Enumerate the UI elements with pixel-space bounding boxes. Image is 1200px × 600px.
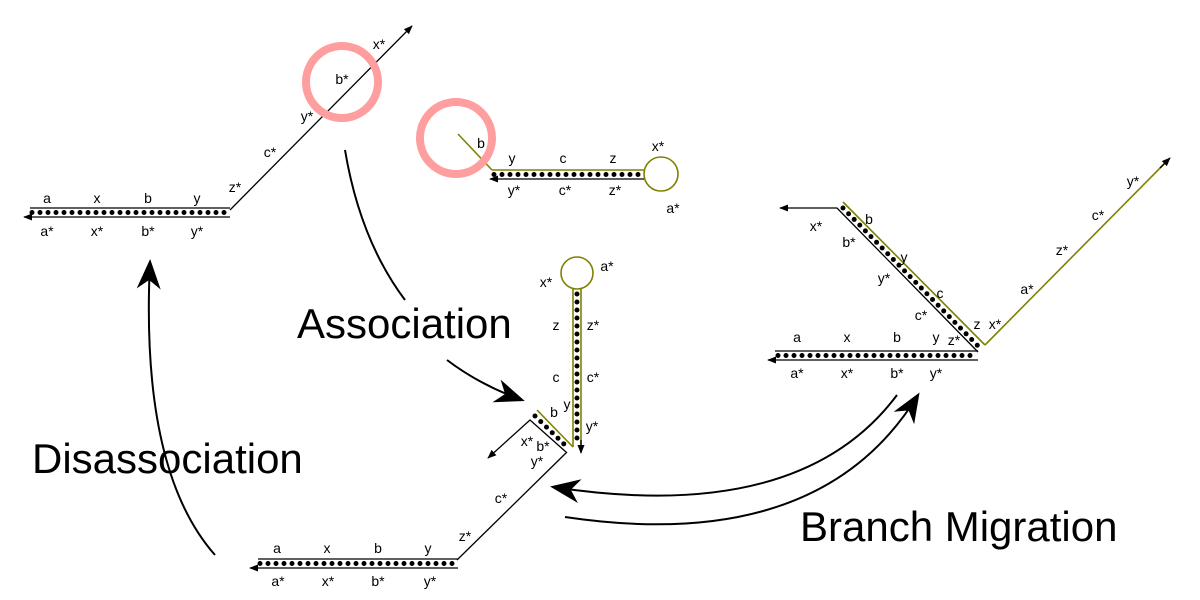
substrate-strand-end bbox=[487, 419, 567, 459]
substrate-overhang bbox=[456, 451, 568, 561]
displaced-strand bbox=[779, 204, 979, 353]
domain-label: a bbox=[273, 540, 281, 556]
domain-label: y bbox=[425, 540, 432, 556]
association-label: Association bbox=[297, 300, 512, 347]
domain-label: y bbox=[901, 249, 908, 265]
domain-label: a* bbox=[271, 573, 285, 589]
domain-label: a* bbox=[600, 258, 614, 274]
domain-label: x bbox=[324, 540, 331, 556]
domain-label: a* bbox=[40, 223, 54, 239]
domain-label: x* bbox=[91, 223, 104, 239]
toehold-strand bbox=[536, 409, 574, 448]
domain-label: c bbox=[937, 285, 944, 301]
domain-label: c* bbox=[559, 182, 572, 198]
invader-open-strand bbox=[984, 159, 1169, 346]
association-arrow bbox=[446, 359, 525, 403]
domain-label: b* bbox=[335, 71, 349, 87]
process-arrows: Association Disassociation Branch Migrat… bbox=[32, 149, 1117, 556]
domain-label: b bbox=[374, 540, 382, 556]
domain-label: c bbox=[553, 369, 560, 385]
domain-label: x* bbox=[322, 573, 335, 589]
domain-label: y bbox=[933, 329, 940, 345]
domain-label: z bbox=[610, 150, 617, 166]
domain-label: z bbox=[974, 316, 981, 332]
domain-label: y* bbox=[191, 223, 204, 239]
domain-label: y bbox=[509, 150, 516, 166]
initial-complex: a x b y a* x* b* y* z* c* y* b* x* bbox=[23, 25, 413, 239]
domain-label: b* bbox=[842, 234, 856, 250]
domain-label: b* bbox=[536, 438, 550, 454]
domain-label: b bbox=[865, 211, 873, 227]
domain-label: a* bbox=[790, 365, 804, 381]
domain-label: c bbox=[560, 150, 567, 166]
domain-label: x* bbox=[841, 365, 854, 381]
open-strand-arrow bbox=[1159, 157, 1171, 169]
hairpin-loop bbox=[643, 156, 679, 192]
domain-label: x* bbox=[810, 218, 823, 234]
domain-label: y* bbox=[586, 418, 599, 434]
invader-hairpin: b y c z y* c* z* x* a* bbox=[416, 98, 680, 216]
domain-label: y* bbox=[424, 573, 437, 589]
domain-label: c* bbox=[264, 144, 277, 160]
domain-label: y* bbox=[508, 182, 521, 198]
base-pairs bbox=[532, 413, 569, 449]
domain-label: a bbox=[793, 329, 801, 345]
domain-label: y bbox=[194, 190, 201, 206]
domain-label: y* bbox=[531, 453, 544, 469]
domain-label: x* bbox=[373, 36, 386, 52]
domain-label: z bbox=[553, 317, 560, 333]
domain-label: y bbox=[564, 396, 571, 412]
domain-label: x* bbox=[989, 316, 1002, 332]
invader-arm-strand bbox=[842, 201, 986, 346]
domain-label: z* bbox=[587, 317, 600, 333]
domain-label: c* bbox=[915, 307, 928, 323]
domain-label: z* bbox=[459, 528, 472, 544]
toehold-highlight-ring bbox=[416, 98, 496, 178]
branch-migration-label: Branch Migration bbox=[800, 503, 1117, 550]
association-arrow-tail bbox=[344, 149, 406, 301]
overhang-strand bbox=[229, 25, 413, 211]
domain-label: z* bbox=[609, 182, 622, 198]
domain-label: x* bbox=[521, 433, 534, 449]
domain-label: c* bbox=[587, 369, 600, 385]
domain-label: z* bbox=[1056, 242, 1069, 258]
domain-label: c* bbox=[495, 490, 508, 506]
disassociation-arrow bbox=[136, 259, 216, 556]
disassociation-label: Disassociation bbox=[32, 435, 303, 482]
branch-migration-reverse-arrow bbox=[550, 394, 898, 503]
domain-label: b* bbox=[141, 223, 155, 239]
domain-label: a* bbox=[666, 200, 680, 216]
hairpin-loop bbox=[560, 256, 594, 290]
domain-label: b* bbox=[890, 365, 904, 381]
domain-label: x bbox=[844, 329, 851, 345]
domain-label: z* bbox=[948, 332, 961, 348]
domain-label: b bbox=[477, 135, 485, 151]
domain-label: y* bbox=[301, 108, 314, 124]
associated-complex: x* a* z c y b z* c* y* x* b* y* c* z* a … bbox=[249, 256, 614, 589]
domain-label: c* bbox=[1092, 207, 1105, 223]
domain-label: y* bbox=[930, 365, 943, 381]
domain-label: x* bbox=[540, 274, 553, 290]
domain-label: b bbox=[893, 329, 901, 345]
domain-label: a bbox=[43, 190, 51, 206]
domain-label: b bbox=[144, 190, 152, 206]
base-pairs bbox=[840, 205, 982, 350]
migrated-complex: b y c z x* b* y* c* a x b y z* a* x* b* … bbox=[767, 157, 1171, 381]
domain-label: z* bbox=[229, 179, 242, 195]
domain-label: y* bbox=[878, 270, 891, 286]
branch-migration-forward-arrow bbox=[564, 392, 920, 526]
domain-label: x* bbox=[652, 138, 665, 154]
toehold-highlight-ring bbox=[302, 42, 382, 122]
domain-label: a* bbox=[1020, 281, 1034, 297]
domain-label: b bbox=[550, 404, 558, 420]
domain-label: b* bbox=[371, 573, 385, 589]
domain-label: x bbox=[94, 190, 101, 206]
domain-label: y* bbox=[1127, 173, 1140, 189]
